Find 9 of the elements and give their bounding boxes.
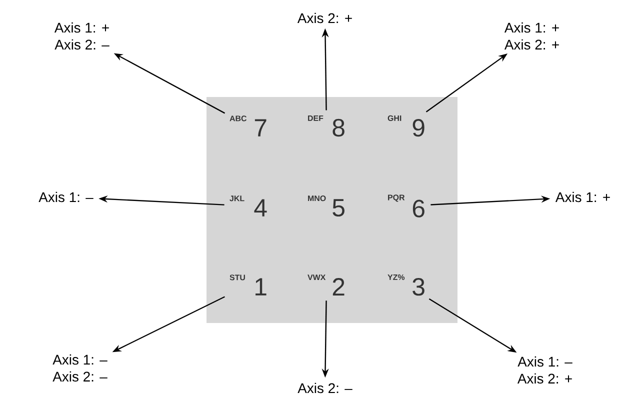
axis-label: Axis 2: – [298, 382, 352, 394]
keypad-panel [206, 97, 458, 323]
axis-label: Axis 1: – Axis 2: – [52, 354, 108, 382]
axis-label: Axis 1: + Axis 2: + [504, 22, 559, 50]
axis-label: Axis 1: + [555, 192, 610, 202]
axis-label: Axis 1: – [38, 192, 94, 202]
axis-label: Axis 1: + Axis 2: – [54, 22, 110, 50]
axis-label: Axis 2: + [297, 12, 352, 24]
axis-label: Axis 1: – Axis 2: + [517, 356, 572, 384]
